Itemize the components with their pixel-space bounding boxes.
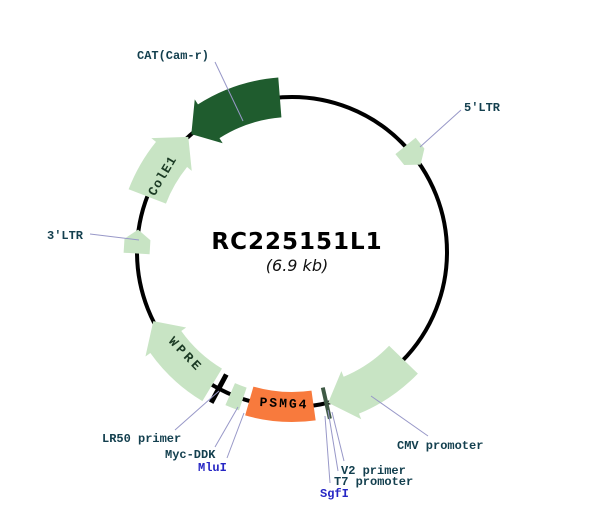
lr50-primer-tick <box>208 373 229 404</box>
psmg4-orf-block <box>245 386 316 423</box>
cat-camr-label-leader-line <box>214 61 244 122</box>
psmg4-orf-block-text: PSMG4 <box>259 395 309 413</box>
sgfi-label: SgfI <box>320 487 349 501</box>
cole1-arrow <box>128 136 192 204</box>
cmv-promoter-label-leader-line <box>370 395 429 437</box>
t7-promoter-label: T7 promoter <box>334 475 413 489</box>
5ltr-marker-arrow <box>395 137 425 165</box>
5ltr-label: 5'LTR <box>464 101 501 115</box>
myc-ddk-label: Myc-DDK <box>165 448 216 462</box>
5ltr-label-leader-line <box>419 109 462 148</box>
wpre-arrow <box>145 321 222 402</box>
lr50-primer-label: LR50 primer <box>102 432 181 446</box>
cat-camr-label: CAT(Cam-r) <box>137 49 209 63</box>
t7-promoter-label-leader-line <box>327 409 339 472</box>
myc-ddk-tag-block <box>225 383 247 411</box>
cat-camr-arrow <box>191 77 282 144</box>
3ltr-label: 3'LTR <box>47 229 84 243</box>
mlui-label-leader-line <box>226 412 245 459</box>
myc-ddk-label-leader-line <box>214 406 239 448</box>
v2-primer-label-leader-line <box>331 411 345 462</box>
mlui-label: MluI <box>198 461 227 475</box>
3ltr-marker-arrow <box>123 229 151 255</box>
3ltr-label-leader-line <box>89 233 140 241</box>
lr50-primer-label-leader-line <box>174 390 220 431</box>
sgfi-label-leader-line <box>324 415 331 484</box>
v2-primer-label: V2 primer <box>341 464 406 478</box>
cmv-promoter-label: CMV promoter <box>397 439 483 453</box>
cmv-promoter-arrow <box>328 345 418 420</box>
